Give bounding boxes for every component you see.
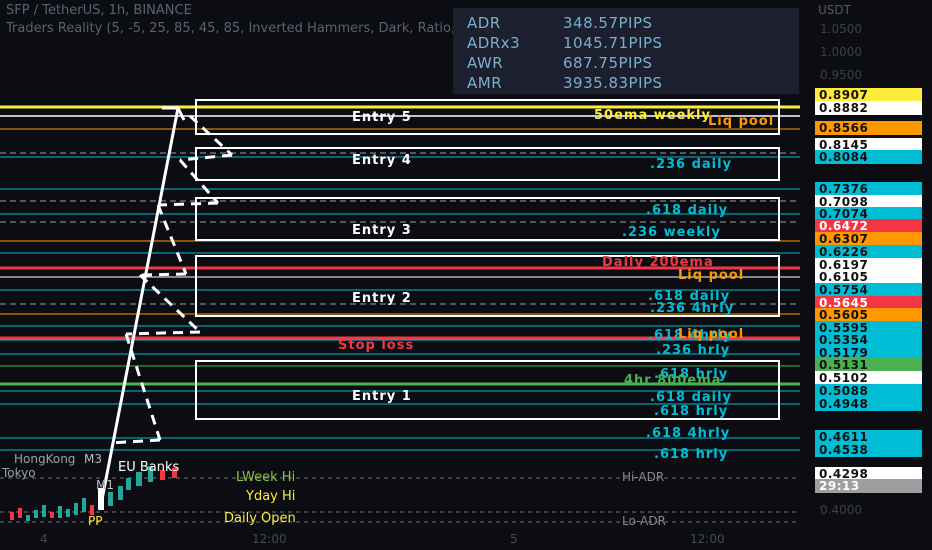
level-label: Stop loss (338, 338, 415, 353)
entry-4-label: Entry 4 (352, 153, 412, 168)
price-tag: 0.7074 (815, 207, 922, 221)
price-tag: 0.6472 (815, 219, 922, 233)
entry-5-box[interactable] (195, 99, 780, 135)
price-tag: 29:13 (815, 479, 922, 493)
level-label: Liq pool (678, 268, 745, 283)
price-tag: 0.5131 (815, 358, 922, 372)
level-label: .236 daily (650, 157, 733, 172)
level-label: Daily 200ema (602, 255, 714, 270)
price-tag: 0.5354 (815, 333, 922, 347)
level-label: .618 hrly (654, 404, 729, 419)
axis-label: 1.0000 (820, 45, 862, 59)
pivot-label: PP (88, 514, 103, 528)
axis-label: 0.4000 (820, 503, 862, 517)
x-axis-label: 4 (40, 532, 48, 546)
chart-title: SFP / TetherUS, 1h, BINANCE (6, 3, 192, 18)
m3-label: M3 (84, 452, 102, 466)
price-tag: 0.8882 (815, 101, 922, 115)
price-tag: 0.7098 (815, 195, 922, 209)
level-label: 50ema weekly (594, 108, 711, 123)
price-tag: 0.4298 (815, 467, 922, 481)
entry-1-label: Entry 1 (352, 389, 412, 404)
hi-adr-label: Hi-ADR (622, 470, 665, 484)
price-tag: 0.4538 (815, 443, 922, 457)
price-tag: 0.8145 (815, 138, 922, 152)
level-label: .236 weekly (622, 225, 721, 240)
level-label: .618 hrly (654, 367, 729, 382)
price-tag: 0.7376 (815, 182, 922, 196)
level-label: .618 4hrly (648, 328, 733, 343)
price-tag: 0.8084 (815, 150, 922, 164)
price-tag: 0.5179 (815, 346, 922, 360)
projection-path (98, 106, 234, 511)
level-label: .236 hrly (656, 343, 731, 358)
daily-open-label: Daily Open (224, 511, 296, 526)
eu-banks-label: EU Banks (118, 460, 180, 475)
level-label: 4hr 800ema (624, 373, 722, 388)
price-tag: 0.6105 (815, 270, 922, 284)
level-label: .618 daily (650, 390, 733, 405)
entry-4-box[interactable] (195, 147, 780, 181)
level-label: .618 4hrly (646, 426, 731, 441)
price-tag: 0.8566 (815, 121, 922, 135)
price-tag: 0.6226 (815, 245, 922, 259)
price-tag: 0.6197 (815, 258, 922, 272)
price-tag: 0.8907 (815, 88, 922, 102)
lweek-hi-label: LWeek Hi (236, 470, 296, 485)
price-tag: 0.5595 (815, 321, 922, 335)
entry-2-label: Entry 2 (352, 291, 412, 306)
entry-5-label: Entry 5 (352, 110, 412, 125)
hongkong-label: HongKong (14, 452, 76, 466)
axis-unit: USDT (818, 3, 851, 17)
entry-1-box[interactable] (195, 360, 780, 420)
level-label: .618 hrly (654, 447, 729, 462)
price-tag: 0.5088 (815, 384, 922, 398)
price-tag: 0.5102 (815, 371, 922, 385)
price-tag: 0.5645 (815, 296, 922, 310)
price-tag: 0.5605 (815, 308, 922, 322)
price-tag: 0.4948 (815, 397, 922, 411)
price-tag: 0.4611 (815, 430, 922, 444)
x-axis-label: 5 (510, 532, 518, 546)
tokyo-label: Tokyo (2, 466, 36, 480)
x-axis-label: 12:00 (690, 532, 725, 546)
entry-2-box[interactable] (195, 255, 780, 317)
level-label: .618 daily (648, 289, 731, 304)
price-tag: 0.5754 (815, 283, 922, 297)
entry-3-box[interactable] (195, 197, 780, 241)
price-tag: 0.6307 (815, 232, 922, 246)
axis-label: 1.0500 (820, 22, 862, 36)
level-label: Liq pool (708, 114, 775, 129)
lo-adr-label: Lo-ADR (622, 514, 666, 528)
level-label: Liq pool (678, 327, 745, 342)
axis-label: 0.9500 (820, 68, 862, 82)
x-axis-label: 12:00 (252, 532, 287, 546)
m1-label: M1 (96, 478, 114, 492)
entry-3-label: Entry 3 (352, 223, 412, 238)
level-label: .236 4hrly (650, 301, 735, 316)
level-label: .618 daily (646, 203, 729, 218)
indicator-line: Traders Reality (5, -5, 25, 85, 45, 85, … (6, 21, 516, 36)
yday-hi-label: Yday Hi (246, 489, 296, 504)
